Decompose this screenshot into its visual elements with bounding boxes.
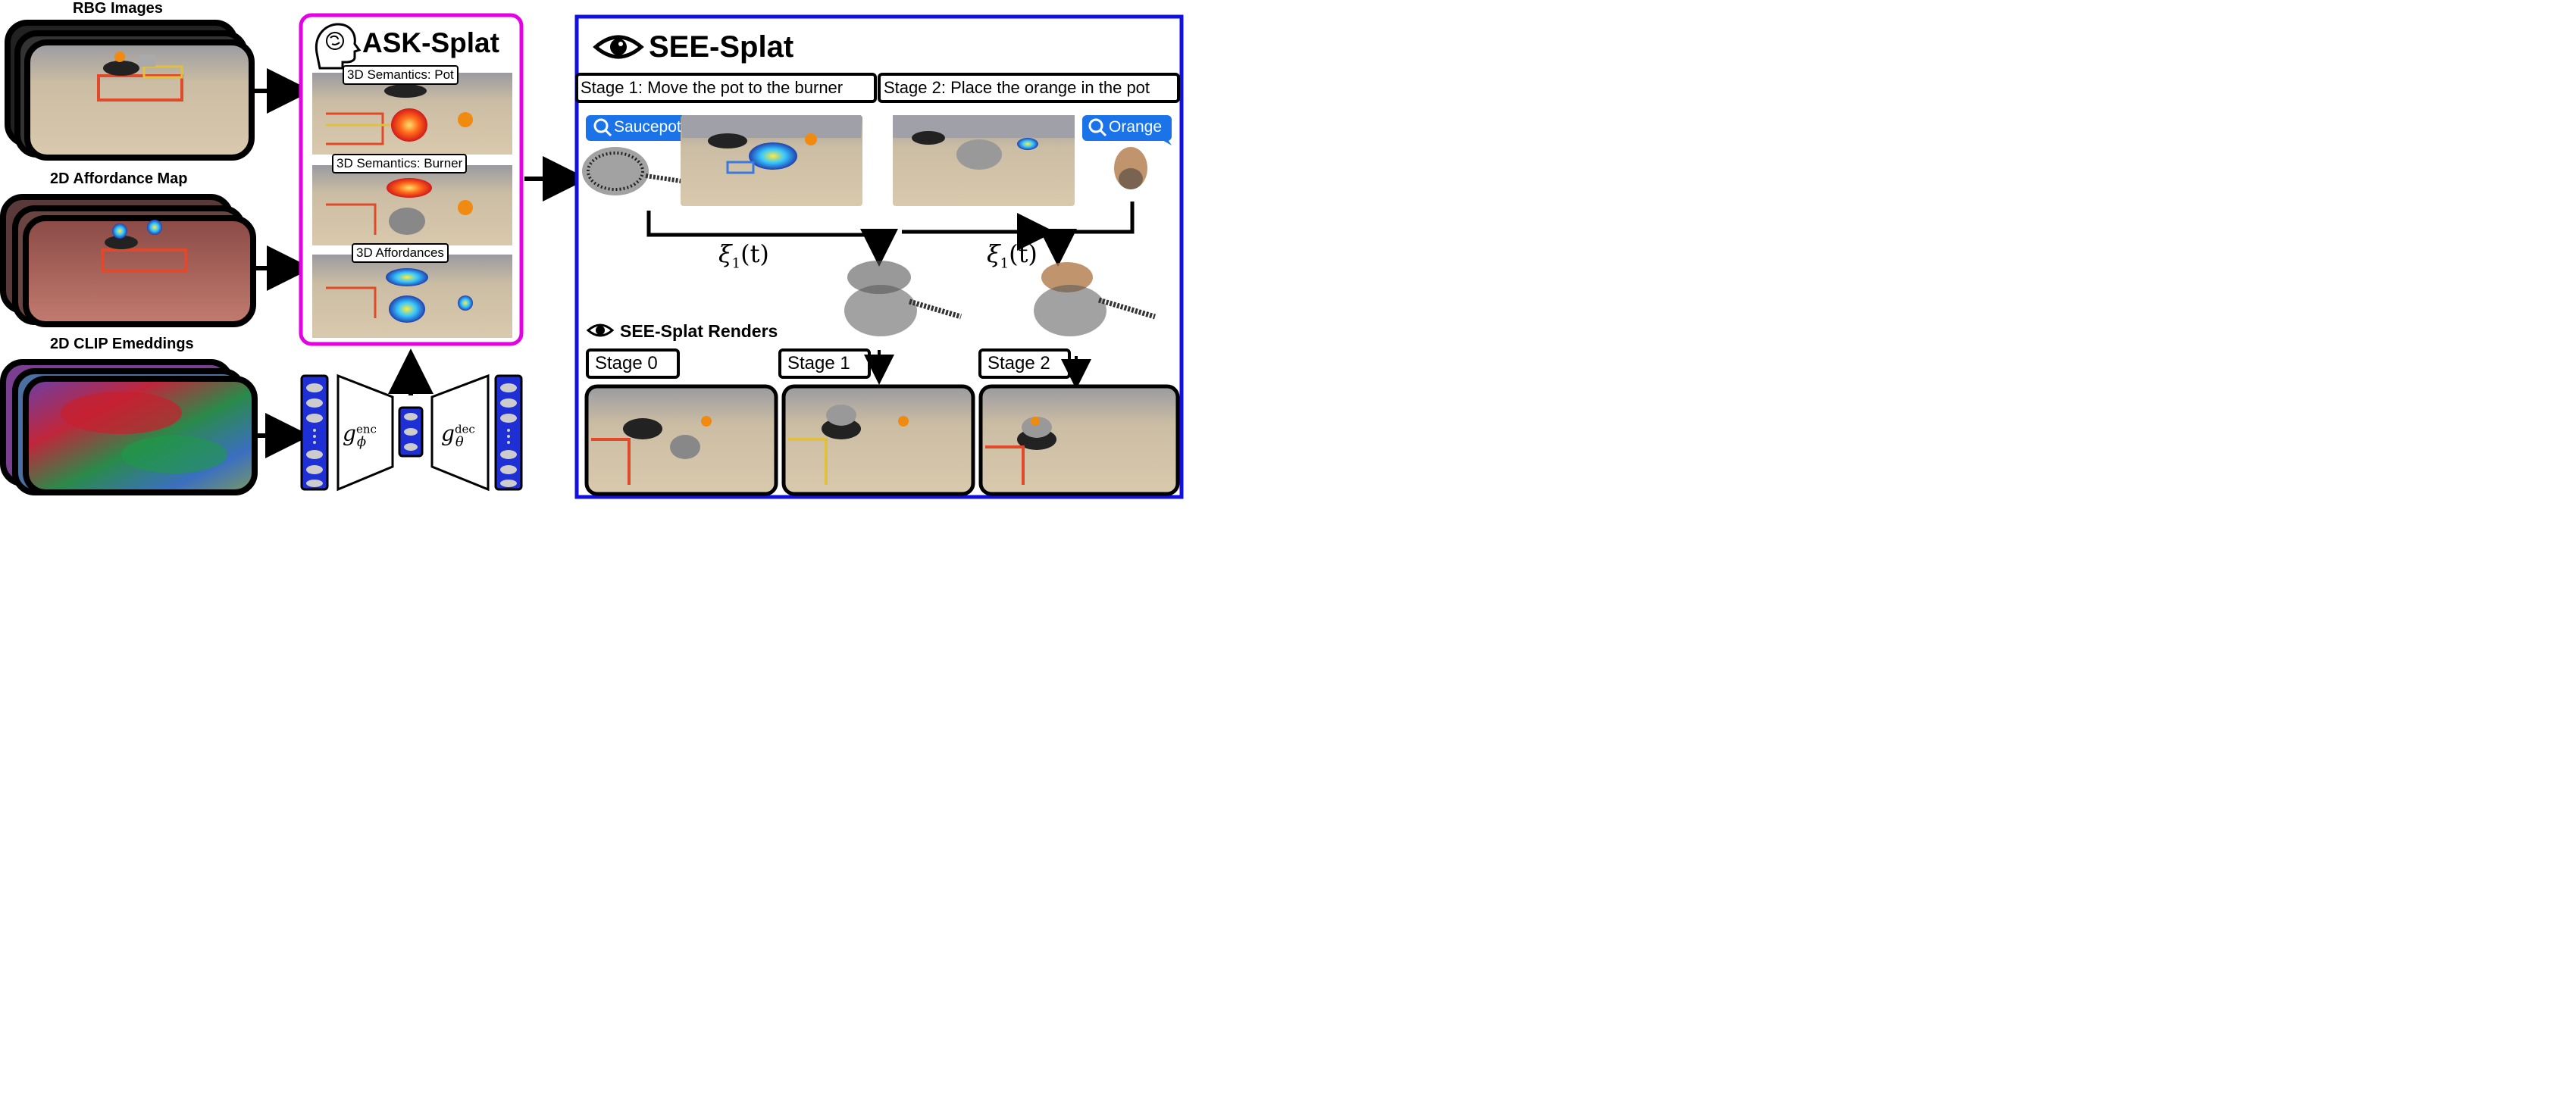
decoder-trapezoid: [430, 373, 490, 492]
clip-embedding-stack: [0, 359, 258, 495]
decoder-symbol: gdecθ: [441, 421, 475, 450]
search-icon: [1088, 118, 1107, 137]
encoder-symbol: gencϕ: [343, 421, 377, 450]
encoder-trapezoid: [336, 373, 394, 492]
see-renders-title: SEE-Splat Renders: [620, 321, 778, 341]
stage1-task-text: Stage 1: Move the pot to the burner: [581, 78, 844, 97]
eye-icon: [586, 323, 615, 337]
query-saucepot-text: Saucepot: [614, 118, 681, 136]
render-stage2: [978, 384, 1180, 496]
ask-caption-burner: 3D Semantics: Burner: [332, 154, 468, 173]
render-stage0: [584, 384, 778, 496]
stage1-scene-image: [681, 115, 862, 206]
stage2-task-text: Stage 2: Place the orange in the pot: [884, 78, 1150, 97]
xi-transform-stage2: ξ1(t): [987, 239, 1038, 272]
stage2-flow-arrow: [1039, 202, 1135, 267]
orange-point-cloud: [1114, 147, 1147, 189]
head-brain-icon: [315, 23, 362, 70]
ask-caption-affordances: 3D Affordances: [352, 243, 449, 263]
ask-image-pot: [312, 73, 512, 155]
transformed-pot-cloud-stage1: [844, 261, 962, 336]
query-pill-saucepot: [586, 115, 692, 141]
search-icon: [593, 118, 612, 137]
see-splat-title: SEE-Splat: [649, 30, 794, 64]
ask-image-affordances: [312, 255, 512, 338]
encoder-decoder: [300, 373, 523, 492]
transformed-pot-cloud-stage2: [1034, 262, 1156, 336]
render-stage1: [781, 384, 975, 496]
stage2-scene-image: [893, 115, 1075, 206]
stage2-label: Stage 2: [988, 353, 1050, 373]
rgb-image-stack: [5, 20, 255, 161]
stage1-label: Stage 1: [787, 353, 850, 373]
ask-caption-pot: 3D Semantics: Pot: [343, 65, 459, 85]
clip-embeddings-title: 2D CLIP Emeddings: [50, 336, 194, 352]
affordance-map-title: 2D Affordance Map: [50, 170, 188, 187]
rgb-images-title: RBG Images: [73, 0, 163, 17]
stage0-label: Stage 0: [595, 353, 658, 373]
affordance-map-stack: [0, 194, 256, 327]
ask-image-burner: [312, 165, 512, 245]
ask-splat-title: ASK-Splat: [362, 27, 499, 58]
stage0-label-box: [586, 348, 680, 379]
stage2-box: [878, 73, 1180, 103]
query-orange-text: Orange: [1109, 118, 1163, 136]
stage1-box: [575, 73, 877, 103]
stage1-flow-arrow: [646, 211, 898, 267]
xi-transform-stage1: ξ1(t): [718, 239, 769, 272]
eye-icon: [593, 35, 644, 59]
